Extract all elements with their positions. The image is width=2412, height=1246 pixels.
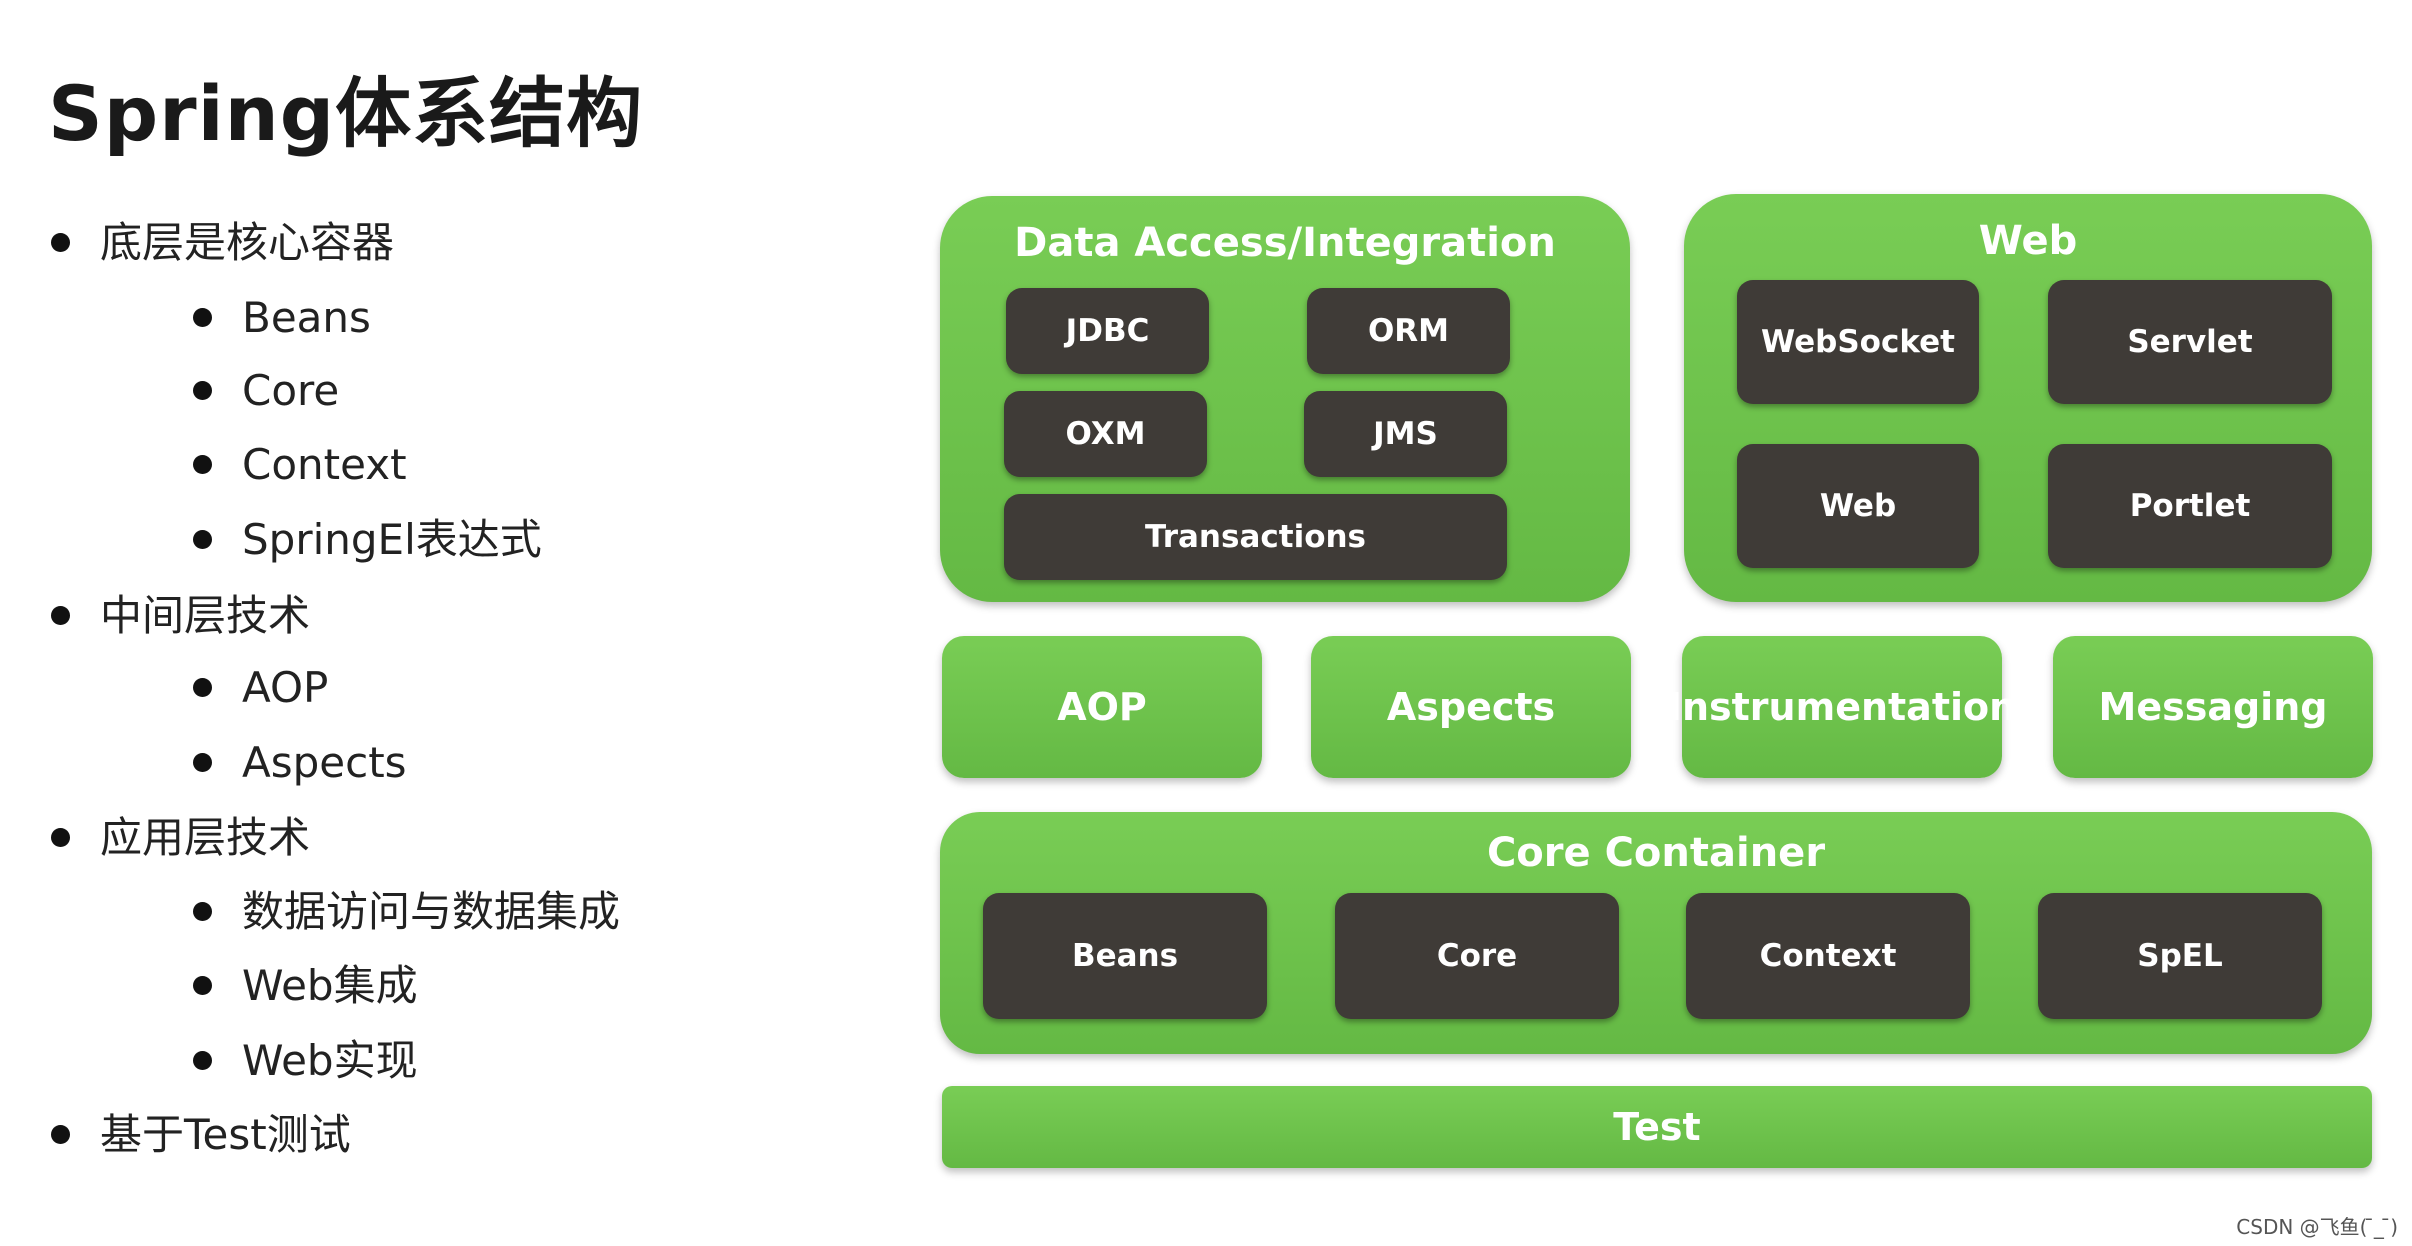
module-jdbc: JDBC [1006,288,1209,374]
list-item: Web集成 [193,958,418,1014]
list-item: Aspects [193,735,407,791]
list-item: Beans [193,290,371,346]
list-item: AOP [193,660,329,716]
module-oxm: OXM [1004,391,1207,477]
module-beans: Beans [983,893,1267,1019]
core-container-title: Core Container [1486,830,1826,876]
bullet-dot [51,606,70,625]
list-item-text: 数据访问与数据集成 [242,887,621,936]
module-websocket: WebSocket [1737,280,1979,404]
module-orm: ORM [1307,288,1510,374]
list-item: 基于Test测试 [51,1107,351,1163]
list-item-text: Context [242,440,407,489]
list-item: Core [193,363,340,419]
module-test: Test [942,1086,2372,1168]
list-item-text: AOP [242,663,329,712]
list-item-text: 应用层技术 [100,813,311,862]
web-group: Web WebSocket Servlet Web Portlet [1684,194,2372,602]
bullet-dot [193,455,212,474]
module-aop: AOP [942,636,1262,778]
list-item: SpringEl表达式 [193,512,542,568]
core-container-group: Core Container Beans Core Context SpEL [940,812,2372,1054]
bullet-dot [51,233,70,252]
list-item: 底层是核心容器 [51,215,395,271]
module-spel: SpEL [2038,893,2322,1019]
list-item: 数据访问与数据集成 [193,884,621,940]
bullet-dot [193,308,212,327]
list-item: 中间层技术 [51,588,311,644]
web-title: Web [1978,218,2078,264]
module-jms: JMS [1304,391,1507,477]
list-item-text: Web集成 [242,961,418,1010]
module-messaging: Messaging [2053,636,2373,778]
bullet-dot [193,381,212,400]
list-item-text: 中间层技术 [100,591,311,640]
module-core: Core [1335,893,1619,1019]
bullet-dot [193,530,212,549]
module-portlet: Portlet [2048,444,2332,568]
module-servlet: Servlet [2048,280,2332,404]
data-access-group: Data Access/Integration JDBC ORM OXM JMS… [940,196,1630,602]
list-item-text: SpringEl表达式 [242,515,542,564]
module-web: Web [1737,444,1979,568]
bullet-dot [51,828,70,847]
list-item-text: 基于Test测试 [100,1110,351,1159]
module-aspects: Aspects [1311,636,1631,778]
list-item-text: Aspects [242,738,407,787]
bullet-dot [193,976,212,995]
module-instrumentation: Instrumentation [1668,636,2016,778]
list-item: Context [193,437,407,493]
list-item: 应用层技术 [51,810,311,866]
module-transactions: Transactions [1004,494,1507,580]
list-item-text: Web实现 [242,1036,418,1085]
bullet-dot [193,753,212,772]
module-context: Context [1686,893,1970,1019]
list-item-text: Core [242,366,340,415]
bullet-dot [193,902,212,921]
bullet-dot [51,1125,70,1144]
list-item: Web实现 [193,1033,418,1089]
page-title: Spring体系结构 [48,69,644,158]
data-access-title: Data Access/Integration [1014,220,1556,266]
bullet-dot [193,1051,212,1070]
bullet-dot [193,678,212,697]
list-item-text: Beans [242,293,371,342]
list-item-text: 底层是核心容器 [100,218,395,267]
watermark: CSDN @飞鱼( ̄_ ̄) [2236,1215,2398,1239]
